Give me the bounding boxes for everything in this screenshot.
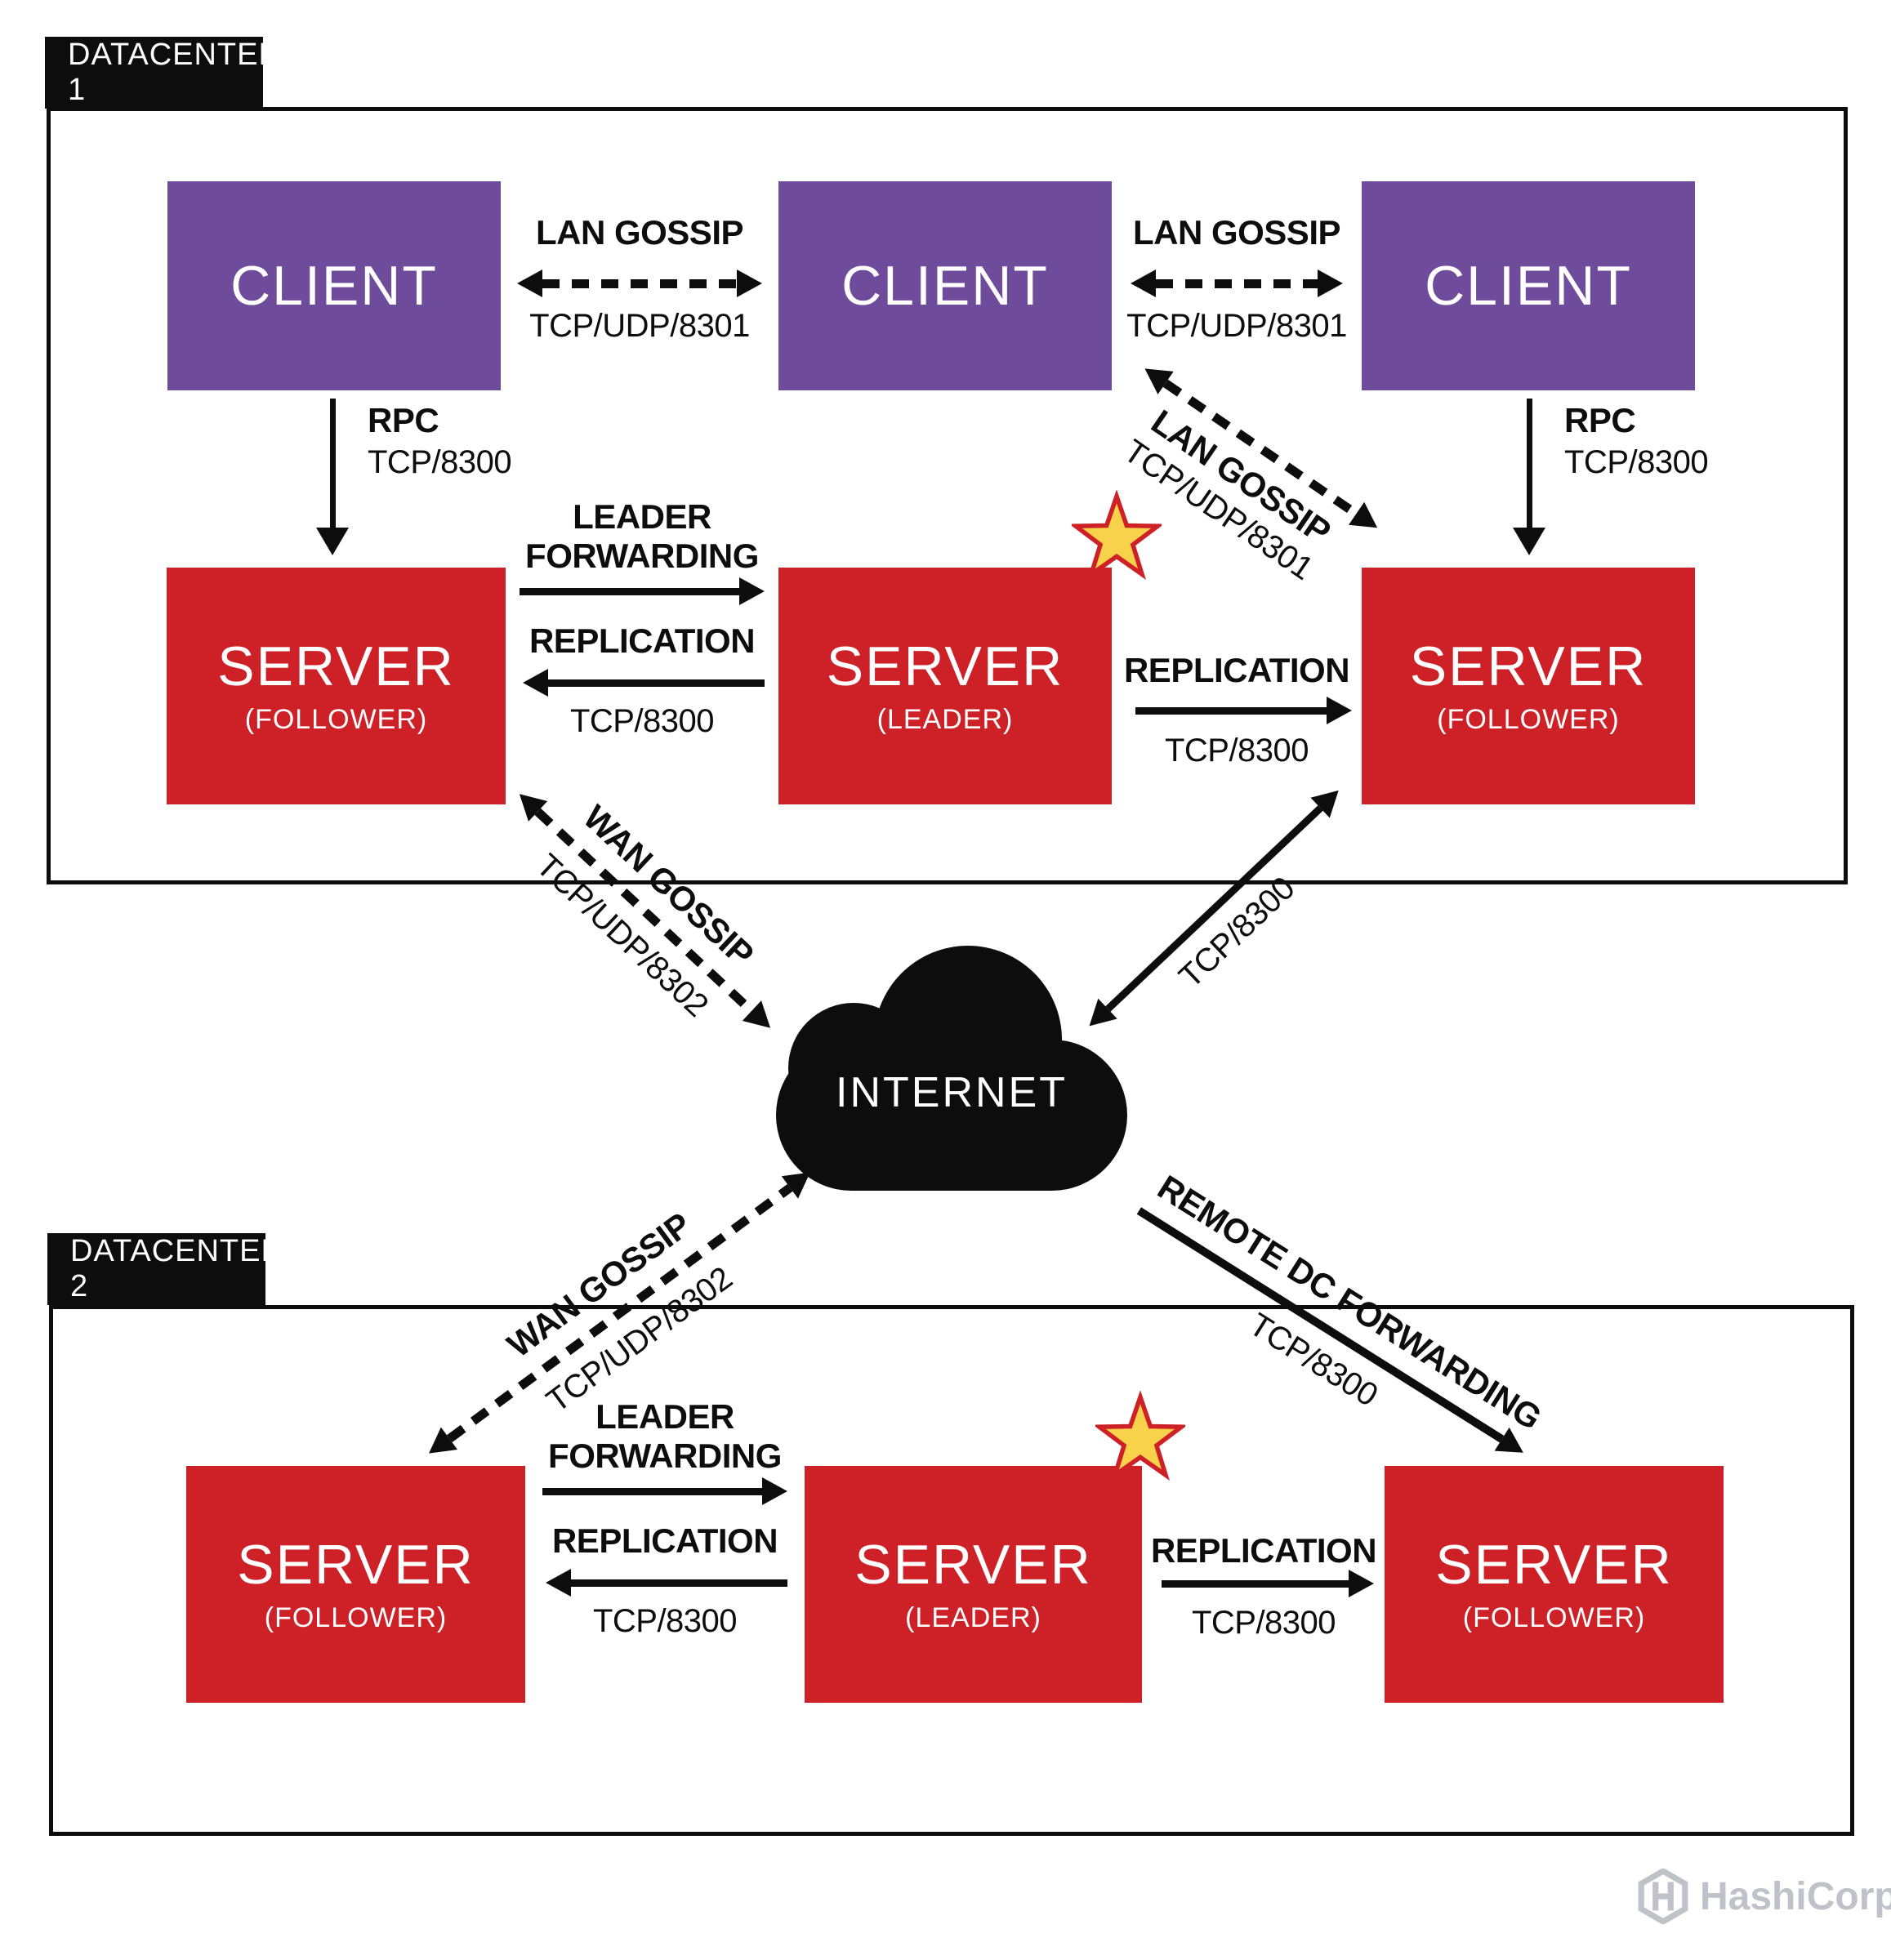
replication-port-left: TCP/8300 (569, 703, 715, 739)
hashicorp-logo-icon (1638, 1869, 1688, 1924)
arrowhead-right-icon (1327, 697, 1352, 724)
client-node-2: CLIENT (778, 181, 1112, 390)
internet-cloud: INTERNET (776, 946, 1127, 1191)
server-subtitle: (FOLLOWER) (264, 1602, 448, 1633)
leader-star-icon (1072, 490, 1162, 580)
arrowhead-right-icon (1318, 270, 1343, 297)
server-title: SERVER (1435, 1534, 1673, 1596)
lan-gossip-port-2: TCP/UDP/8301 (1126, 308, 1347, 344)
dc2-leader-forwarding-arrow (542, 1477, 787, 1505)
internet-label: INTERNET (836, 1069, 1068, 1116)
server-title: SERVER (1409, 635, 1648, 697)
datacenter2-label: DATACENTER 2 (47, 1233, 283, 1305)
server-title: SERVER (237, 1534, 475, 1596)
dc2-server-follower-2: SERVER (FOLLOWER) (1385, 1466, 1724, 1703)
datacenter1-label: DATACENTER 1 (45, 37, 281, 109)
dc2-replication-port-right: TCP/8300 (1191, 1605, 1336, 1641)
arrowhead-right-icon (739, 577, 765, 605)
dc2-replication-port-left: TCP/8300 (592, 1603, 738, 1639)
dc2-server-leader: SERVER (LEADER) (805, 1466, 1142, 1703)
hashicorp-brand: HashiCorp (1638, 1869, 1891, 1924)
replication-label-right: REPLICATION (1123, 651, 1350, 689)
arrowhead-down-icon (316, 528, 349, 555)
client-node-3: CLIENT (1362, 181, 1695, 390)
dc1-server-follower-1: SERVER (FOLLOWER) (167, 568, 506, 804)
rpc-label-2: RPC (1564, 401, 1636, 439)
arrowhead-right-icon (737, 270, 762, 297)
datacenter2-label-text: DATACENTER 2 (70, 1234, 284, 1303)
replication-label-left: REPLICATION (528, 621, 756, 660)
dc1-server-follower-2: SERVER (FOLLOWER) (1362, 568, 1695, 804)
leader-star-icon (1095, 1391, 1185, 1481)
leader-forwarding-label-line1: LEADER (573, 497, 711, 536)
arrowhead-left-icon (1131, 270, 1156, 297)
dc2-replication-arrow-right (1162, 1570, 1374, 1597)
dc2-replication-label-right: REPLICATION (1150, 1531, 1377, 1570)
client-node-2-title: CLIENT (841, 255, 1049, 317)
dc2-leader-forwarding-line1: LEADER (595, 1397, 734, 1436)
lan-gossip-port-1: TCP/UDP/8301 (529, 308, 750, 344)
datacenter1-label-text: DATACENTER 1 (68, 38, 282, 107)
datacenter1-frame (47, 107, 1848, 884)
lan-gossip-label-1: LAN GOSSIP (535, 213, 744, 252)
server-title: SERVER (854, 1534, 1092, 1596)
dc2-leader-forwarding-line2: FORWARDING (548, 1437, 782, 1475)
replication-arrow-left (523, 669, 765, 697)
server-subtitle: (FOLLOWER) (244, 704, 428, 735)
arrowhead-right-icon (762, 1477, 787, 1505)
rpc-label-1: RPC (368, 401, 439, 439)
dc2-replication-label-left: REPLICATION (551, 1521, 778, 1560)
rpc-port-1: TCP/8300 (368, 444, 512, 480)
leader-forwarding-arrow (520, 577, 765, 605)
dc1-server-leader: SERVER (LEADER) (778, 568, 1112, 804)
arrowhead-right-icon (1349, 1570, 1374, 1597)
server-title: SERVER (217, 635, 455, 697)
server-subtitle: (FOLLOWER) (1437, 704, 1620, 735)
client-node-3-title: CLIENT (1425, 255, 1632, 317)
arrowhead-left-icon (546, 1569, 571, 1597)
arrowhead-left-icon (523, 669, 548, 697)
rpc-arrow-2 (1513, 399, 1545, 555)
client-node-1: CLIENT (167, 181, 501, 390)
lan-gossip-arrow-2 (1131, 270, 1343, 297)
client-node-1-title: CLIENT (230, 255, 438, 317)
arrowhead-down-icon (1513, 528, 1545, 555)
cloud-shape (776, 1040, 1127, 1191)
dc2-replication-arrow-left (546, 1569, 787, 1597)
lan-gossip-arrow-1 (517, 270, 762, 297)
leader-forwarding-label-line2: FORWARDING (525, 537, 759, 575)
hashicorp-brand-text: HashiCorp (1700, 1874, 1891, 1918)
dc2-server-follower-1: SERVER (FOLLOWER) (186, 1466, 525, 1703)
rpc-arrow-1 (316, 399, 349, 555)
arrowhead-left-icon (517, 270, 542, 297)
server-subtitle: (LEADER) (905, 1602, 1041, 1633)
server-subtitle: (FOLLOWER) (1462, 1602, 1646, 1633)
server-title: SERVER (826, 635, 1064, 697)
rpc-port-2: TCP/8300 (1564, 444, 1709, 480)
lan-gossip-label-2: LAN GOSSIP (1132, 213, 1341, 252)
datacenter2-frame (49, 1305, 1854, 1836)
server-subtitle: (LEADER) (876, 704, 1014, 735)
replication-port-right: TCP/8300 (1164, 733, 1309, 768)
replication-arrow-right (1135, 697, 1352, 724)
